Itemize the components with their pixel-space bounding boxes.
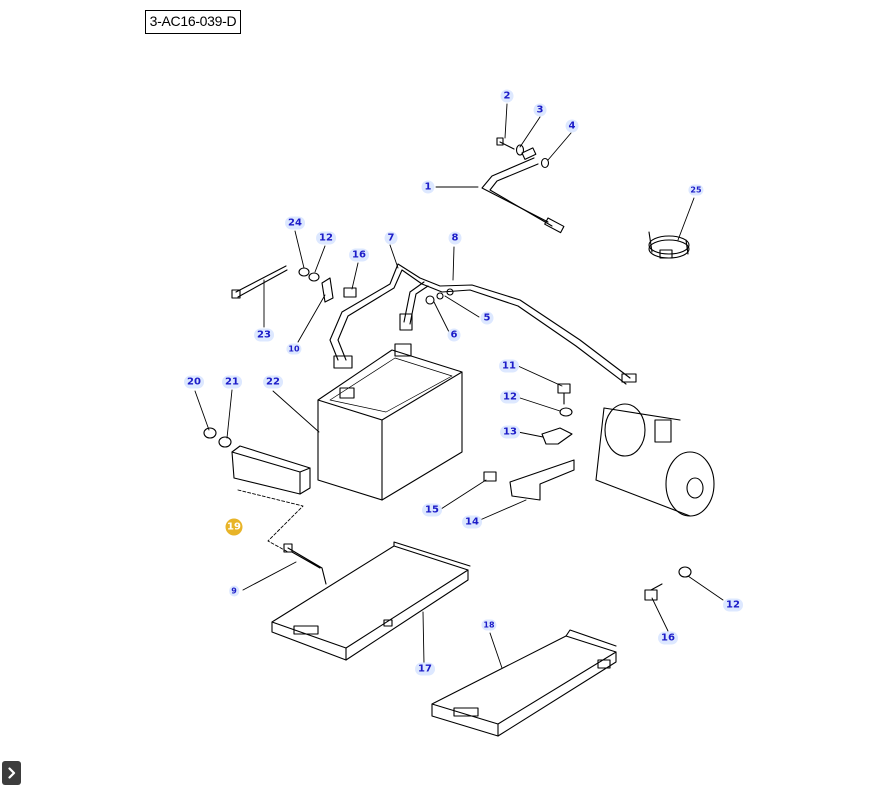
sidebar-toggle-button[interactable] [2,761,21,785]
callout-15[interactable]: 15 [422,503,442,517]
callout-7[interactable]: 7 [384,231,398,245]
callout-12-top[interactable]: 12 [316,231,336,245]
reference-code: 3-AC16-039-D [145,10,241,34]
part-19-bracket [203,427,311,495]
callout-18[interactable]: 18 [481,619,497,631]
callout-25[interactable]: 25 [688,184,704,196]
part-9-bolt [283,543,327,585]
callout-13[interactable]: 13 [500,425,520,439]
callout-4[interactable]: 4 [565,119,579,133]
callout-12-bottom[interactable]: 12 [723,598,743,612]
callout-10[interactable]: 10 [286,343,302,355]
parts-11-15 [483,383,575,501]
callout-20[interactable]: 20 [184,375,204,389]
callout-23[interactable]: 23 [254,328,274,342]
callout-11[interactable]: 11 [499,359,519,373]
callout-6[interactable]: 6 [447,328,461,342]
parts-23-24-10-16 [231,265,357,303]
part-17-tray [271,541,471,661]
part-1-cable [481,147,565,234]
chevron-right-icon [7,767,15,779]
callout-14[interactable]: 14 [462,515,482,529]
callout-3[interactable]: 3 [533,103,547,117]
leader-lines [194,103,724,669]
parts-16-12-lower [644,566,692,601]
callout-21[interactable]: 21 [222,375,242,389]
callout-16-top[interactable]: 16 [349,248,369,262]
part-25-clamp [648,231,690,259]
callout-22[interactable]: 22 [263,375,283,389]
leader-19-dashed [237,489,304,553]
callout-2[interactable]: 2 [500,89,514,103]
parts-2-3-4-fasteners [496,137,550,169]
part-18-tray [431,629,617,737]
cable-7-8 [329,263,637,385]
callout-19-selected[interactable]: 19 [225,518,243,536]
callout-8[interactable]: 8 [448,231,462,245]
starter-motor [595,403,715,517]
callout-12-middle[interactable]: 12 [500,390,520,404]
callout-24[interactable]: 24 [285,216,305,230]
callout-5[interactable]: 5 [480,311,494,325]
callout-1[interactable]: 1 [421,180,435,194]
callout-17[interactable]: 17 [415,662,435,676]
part-22-battery [317,343,463,501]
callout-9[interactable]: 9 [229,585,239,597]
callout-16-bottom[interactable]: 16 [658,631,678,645]
